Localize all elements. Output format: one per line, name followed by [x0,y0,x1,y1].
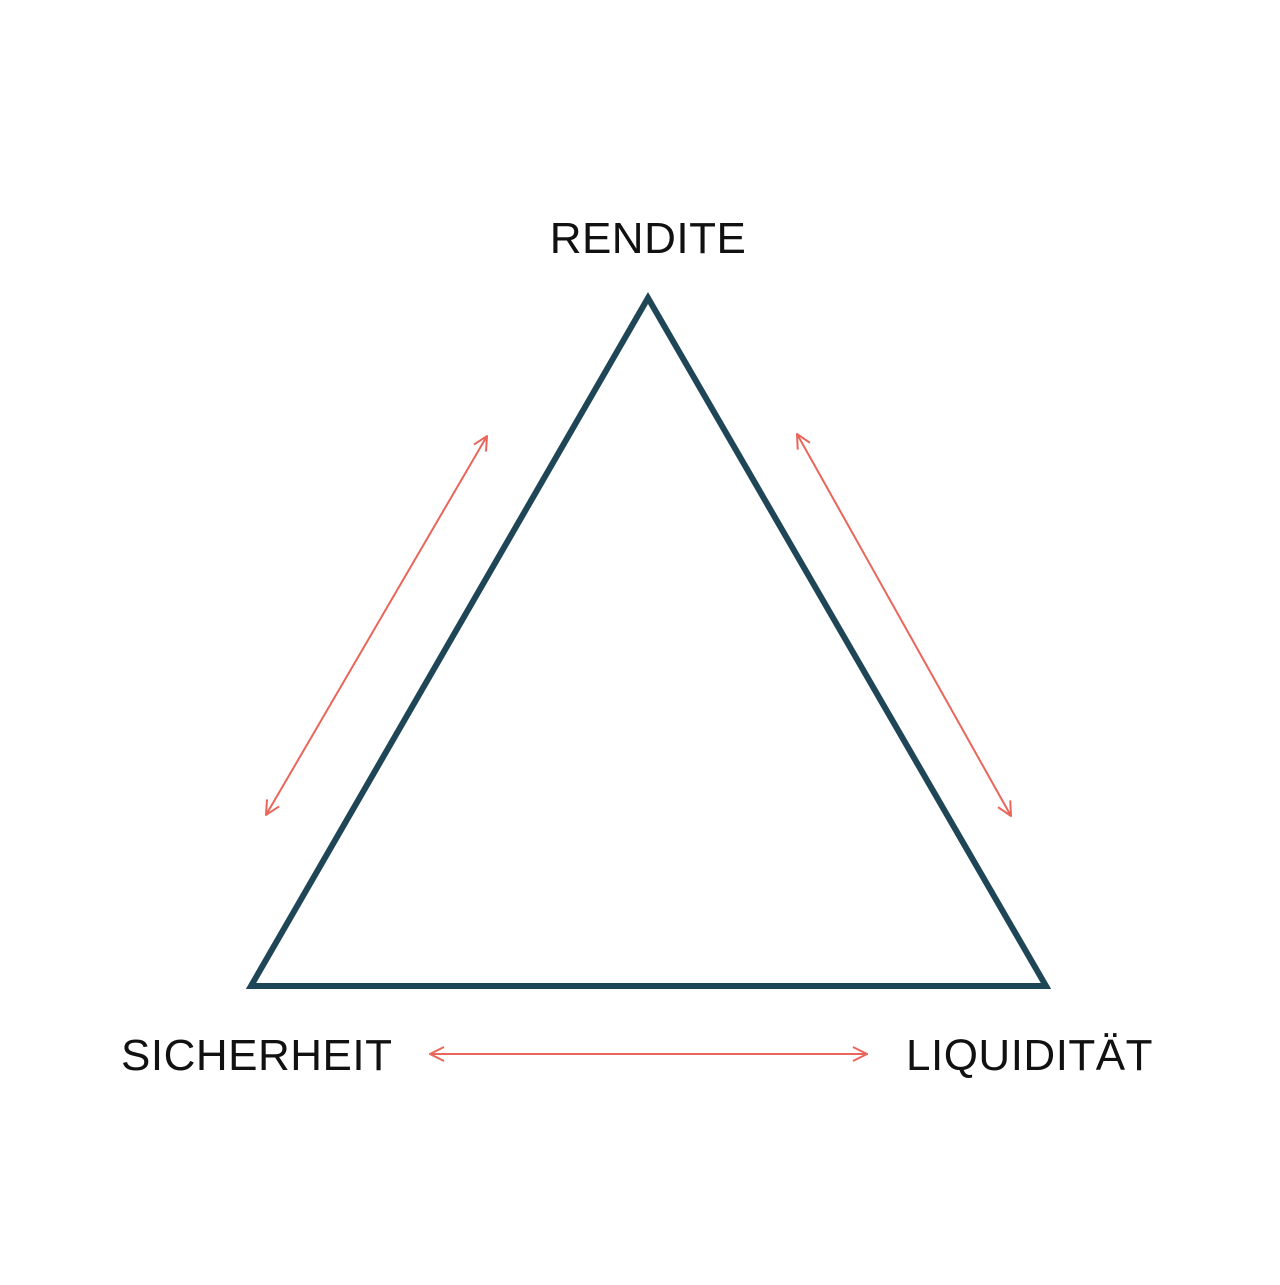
vertex-label-liquiditaet: LIQUIDITÄT [906,1031,1154,1080]
double-arrow-left-side [266,436,487,815]
vertex-label-sicherheit: SICHERHEIT [121,1031,393,1080]
vertex-label-rendite: RENDITE [549,214,747,263]
double-arrow-right-side [797,434,1011,816]
triangle-outline [245,292,1052,989]
